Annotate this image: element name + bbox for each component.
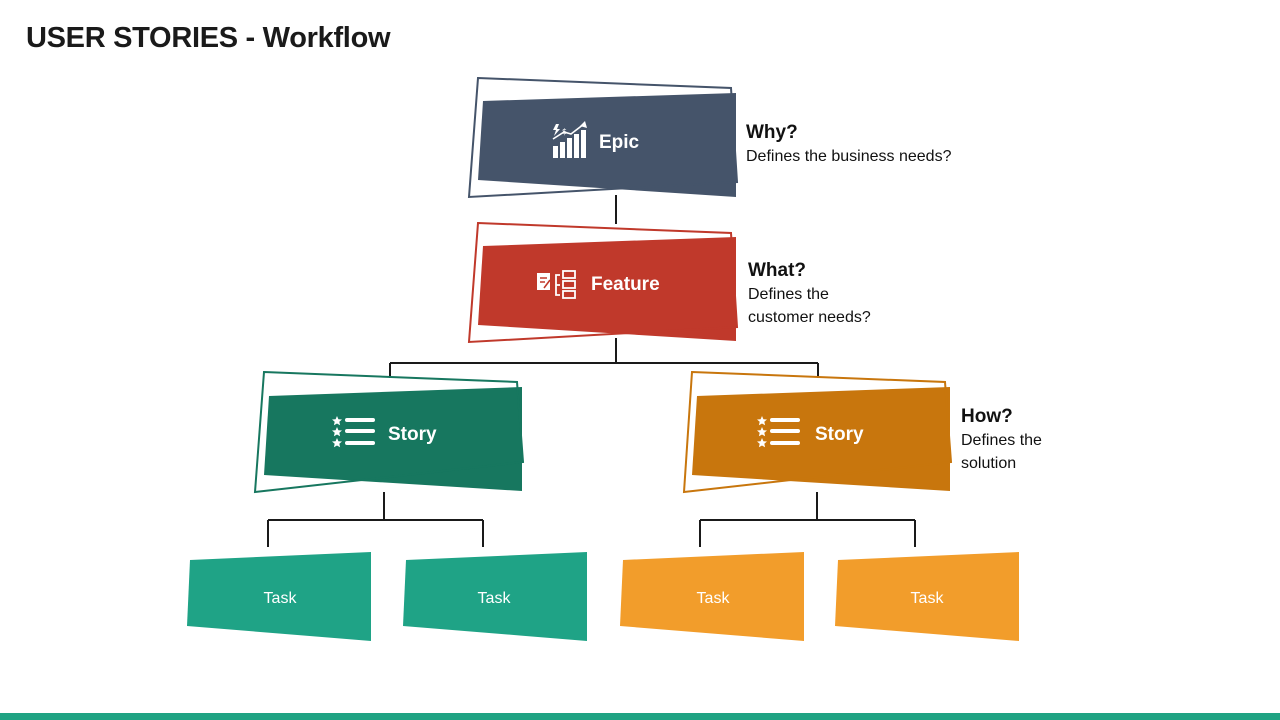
growth-chart-icon: $ [552,121,587,158]
story-right-fill [692,387,950,491]
epic-node[interactable]: $ Epic [467,76,739,199]
what-annotation: What? Defines the customer needs? [748,259,871,329]
task-2-shape [403,552,587,641]
task-2-label: Task [478,590,512,607]
feature-node[interactable]: Feature [467,221,739,344]
star-list-icon [757,416,800,448]
what-description: Defines the customer needs? [748,286,871,326]
task-4-label: Task [911,590,945,607]
story-left-outline [253,370,525,494]
connector-lines [267,195,916,547]
how-annotation: How? Defines the solution [961,405,1042,475]
bottom-accent-bar [0,713,1280,720]
star-list-icon [332,416,375,448]
story-left-label: Story [388,424,437,445]
why-question: Why? [746,122,798,143]
task-3-shape [620,552,804,641]
task-1-label: Task [264,590,298,607]
why-annotation: Why? Defines the business needs? [746,121,951,168]
task-1[interactable]: Task [187,552,371,641]
epic-label: Epic [599,132,640,153]
task-4-shape [835,552,1019,641]
task-2[interactable]: Task [403,552,587,641]
task-3-label: Task [697,590,731,607]
story-right-outline [682,370,953,494]
task-1-shape [187,552,371,641]
epic-fill [478,93,736,197]
slide-title: USER STORIES - Workflow [26,22,391,54]
story-left-fill [264,387,522,491]
story-right-node[interactable]: Story [682,370,953,494]
task-4[interactable]: Task [835,552,1019,641]
how-question: How? [961,406,1013,427]
why-description: Defines the business needs? [746,148,952,165]
document-hierarchy-icon [537,270,576,299]
feature-outline [467,221,739,344]
svg-text:$: $ [562,127,567,136]
story-right-label: Story [815,424,864,445]
what-question: What? [748,260,807,281]
epic-outline [467,76,739,199]
how-description: Defines the solution [961,432,1042,472]
task-3[interactable]: Task [620,552,804,641]
feature-fill [478,237,736,341]
feature-label: Feature [591,274,660,295]
story-left-node[interactable]: Story [253,370,525,494]
